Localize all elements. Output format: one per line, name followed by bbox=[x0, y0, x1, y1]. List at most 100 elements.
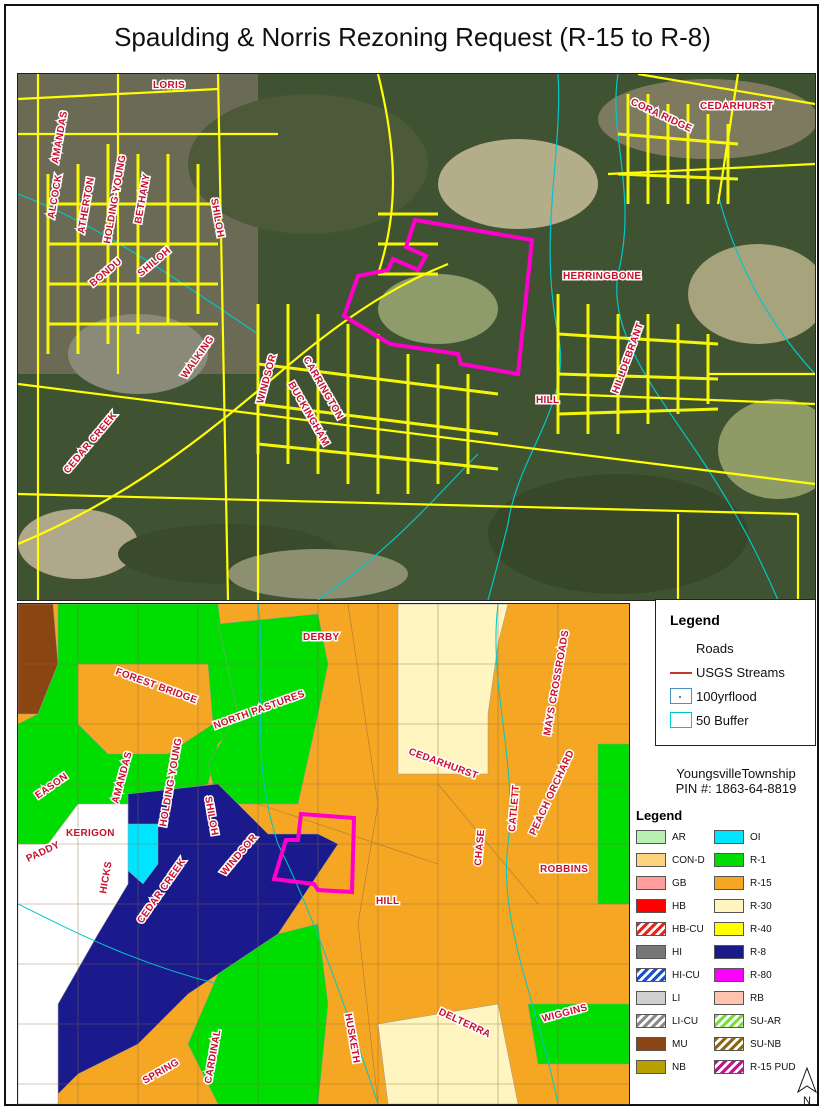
north-label: N bbox=[803, 1095, 811, 1106]
legend-buffer: 50 Buffer bbox=[670, 712, 749, 728]
zoning-legend-item: R-1 bbox=[714, 853, 766, 867]
zoning-legend-item: AR bbox=[636, 830, 686, 844]
legend-title: Legend bbox=[670, 612, 720, 628]
zoning-legend-item: GB bbox=[636, 876, 686, 890]
zoning-legend-title: Legend bbox=[636, 808, 683, 823]
zoning-swatch bbox=[636, 945, 666, 959]
zoning-swatch bbox=[714, 922, 744, 936]
zoning-legend-label: OI bbox=[750, 831, 761, 843]
zoning-swatch bbox=[714, 968, 744, 982]
zoning-legend-item: SU-AR bbox=[714, 1014, 781, 1028]
zoning-label: ROBBINS bbox=[540, 864, 588, 875]
zoning-swatch bbox=[636, 968, 666, 982]
roads-swatch bbox=[670, 640, 692, 656]
aerial-map-svg: LORIS AMANDAS ALCOCK ATHERTON HOLDING-YO… bbox=[18, 74, 815, 600]
zoning-legend-item: R-40 bbox=[714, 922, 772, 936]
aerial-label: HERRINGBONE bbox=[563, 271, 641, 282]
zoning-swatch bbox=[714, 1014, 744, 1028]
zoning-legend-item: HI bbox=[636, 945, 682, 959]
legend-item-label: Roads bbox=[696, 640, 734, 656]
zoning-legend-label: SU-NB bbox=[750, 1038, 782, 1050]
zoning-swatch bbox=[636, 922, 666, 936]
zoning-legend-label: GB bbox=[672, 877, 687, 889]
legend-item-label: USGS Streams bbox=[696, 664, 785, 680]
zoning-swatch bbox=[714, 1037, 744, 1051]
zoning-map-svg: FOREST BRIDGE DERBY NORTH PASTURES AMAND… bbox=[18, 604, 629, 1104]
zoning-legend-item: HB-CU bbox=[636, 922, 704, 936]
zoning-legend-label: HI bbox=[672, 946, 682, 958]
flood-swatch bbox=[670, 688, 692, 704]
zoning-legend-label: R-40 bbox=[750, 923, 772, 935]
zoning-swatch bbox=[714, 876, 744, 890]
zoning-swatch bbox=[636, 991, 666, 1005]
zoning-legend-item: R-30 bbox=[714, 899, 772, 913]
zoning-legend-item: HI-CU bbox=[636, 968, 700, 982]
zoning-swatch bbox=[636, 853, 666, 867]
township-pin: PIN #: 1863-64-8819 bbox=[675, 781, 797, 796]
zoning-legend-label: HI-CU bbox=[672, 969, 700, 981]
zoning-swatch bbox=[714, 899, 744, 913]
zoning-swatch bbox=[714, 830, 744, 844]
zoning-swatch bbox=[714, 945, 744, 959]
zoning-legend-label: LI-CU bbox=[672, 1015, 699, 1027]
zoning-legend-label: HB bbox=[672, 900, 686, 912]
aerial-label: CEDARHURST bbox=[700, 101, 773, 112]
legend-streams: USGS Streams bbox=[670, 664, 785, 680]
zoning-swatch bbox=[714, 853, 744, 867]
zoning-legend-item: CON-D bbox=[636, 853, 705, 867]
zoning-legend-item: LI bbox=[636, 991, 680, 1005]
legend-item-label: 50 Buffer bbox=[696, 712, 749, 728]
zoning-map: FOREST BRIDGE DERBY NORTH PASTURES AMAND… bbox=[17, 603, 630, 1105]
zoning-legend-item: SU-NB bbox=[714, 1037, 781, 1051]
zoning-legend-label: CON-D bbox=[672, 854, 705, 866]
aerial-label: LORIS bbox=[153, 80, 185, 91]
zoning-legend-label: R-15 bbox=[750, 877, 772, 889]
zoning-legend-label: SU-AR bbox=[750, 1015, 782, 1027]
zoning-swatch bbox=[636, 1060, 666, 1074]
zoning-legend-label: AR bbox=[672, 831, 686, 843]
zoning-legend-item: R-15 PUD bbox=[714, 1060, 796, 1074]
zoning-swatch bbox=[714, 991, 744, 1005]
zoning-legend-label: R-30 bbox=[750, 900, 772, 912]
zoning-legend-item: NB bbox=[636, 1060, 686, 1074]
zoning-legend-item: LI-CU bbox=[636, 1014, 698, 1028]
zoning-swatch bbox=[636, 899, 666, 913]
zoning-legend-item: HB bbox=[636, 899, 686, 913]
zoning-label: KERIGON bbox=[66, 828, 115, 839]
legend-item-label: 100yrflood bbox=[696, 688, 757, 704]
zoning-legend-item: R-80 bbox=[714, 968, 772, 982]
zoning-legend-label: R-80 bbox=[750, 969, 772, 981]
north-arrow-icon: N bbox=[796, 1066, 818, 1106]
township-info: YoungsvilleTownship PIN #: 1863-64-8819 bbox=[656, 766, 816, 796]
zoning-legend-item: MU bbox=[636, 1037, 688, 1051]
aerial-map: LORIS AMANDAS ALCOCK ATHERTON HOLDING-YO… bbox=[17, 73, 816, 601]
zoning-legend-label: R-8 bbox=[750, 946, 767, 958]
zoning-label: HILL bbox=[376, 896, 399, 907]
zoning-legend-item: R-15 bbox=[714, 876, 772, 890]
legend-box: Legend Roads USGS Streams 100yrflood 50 … bbox=[655, 599, 816, 746]
zoning-legend-label: LI bbox=[672, 992, 681, 1004]
zoning-legend-label: R-1 bbox=[750, 854, 767, 866]
zoning-label: DERBY bbox=[303, 632, 340, 643]
zoning-label: CHASE bbox=[473, 829, 487, 866]
legend-roads: Roads bbox=[670, 640, 734, 656]
aerial-label: HILL bbox=[536, 395, 559, 406]
zoning-swatch bbox=[636, 876, 666, 890]
map-title: Spaulding & Norris Rezoning Request (R-1… bbox=[114, 22, 711, 52]
buffer-swatch bbox=[670, 712, 692, 728]
township-name: YoungsvilleTownship bbox=[676, 766, 796, 781]
zoning-legend-label: HB-CU bbox=[672, 923, 704, 935]
stream-swatch bbox=[670, 664, 692, 680]
legend-flood: 100yrflood bbox=[670, 688, 757, 704]
zoning-legend-label: RB bbox=[750, 992, 764, 1004]
zoning-swatch bbox=[636, 1014, 666, 1028]
zoning-legend-item: RB bbox=[714, 991, 764, 1005]
zoning-legend-item: R-8 bbox=[714, 945, 766, 959]
zoning-legend-label: R-15 PUD bbox=[750, 1061, 796, 1073]
zoning-legend-item: OI bbox=[714, 830, 761, 844]
zoning-legend-label: NB bbox=[672, 1061, 686, 1073]
zoning-legend-label: MU bbox=[672, 1038, 688, 1050]
zoning-swatch bbox=[714, 1060, 744, 1074]
zoning-swatch bbox=[636, 830, 666, 844]
